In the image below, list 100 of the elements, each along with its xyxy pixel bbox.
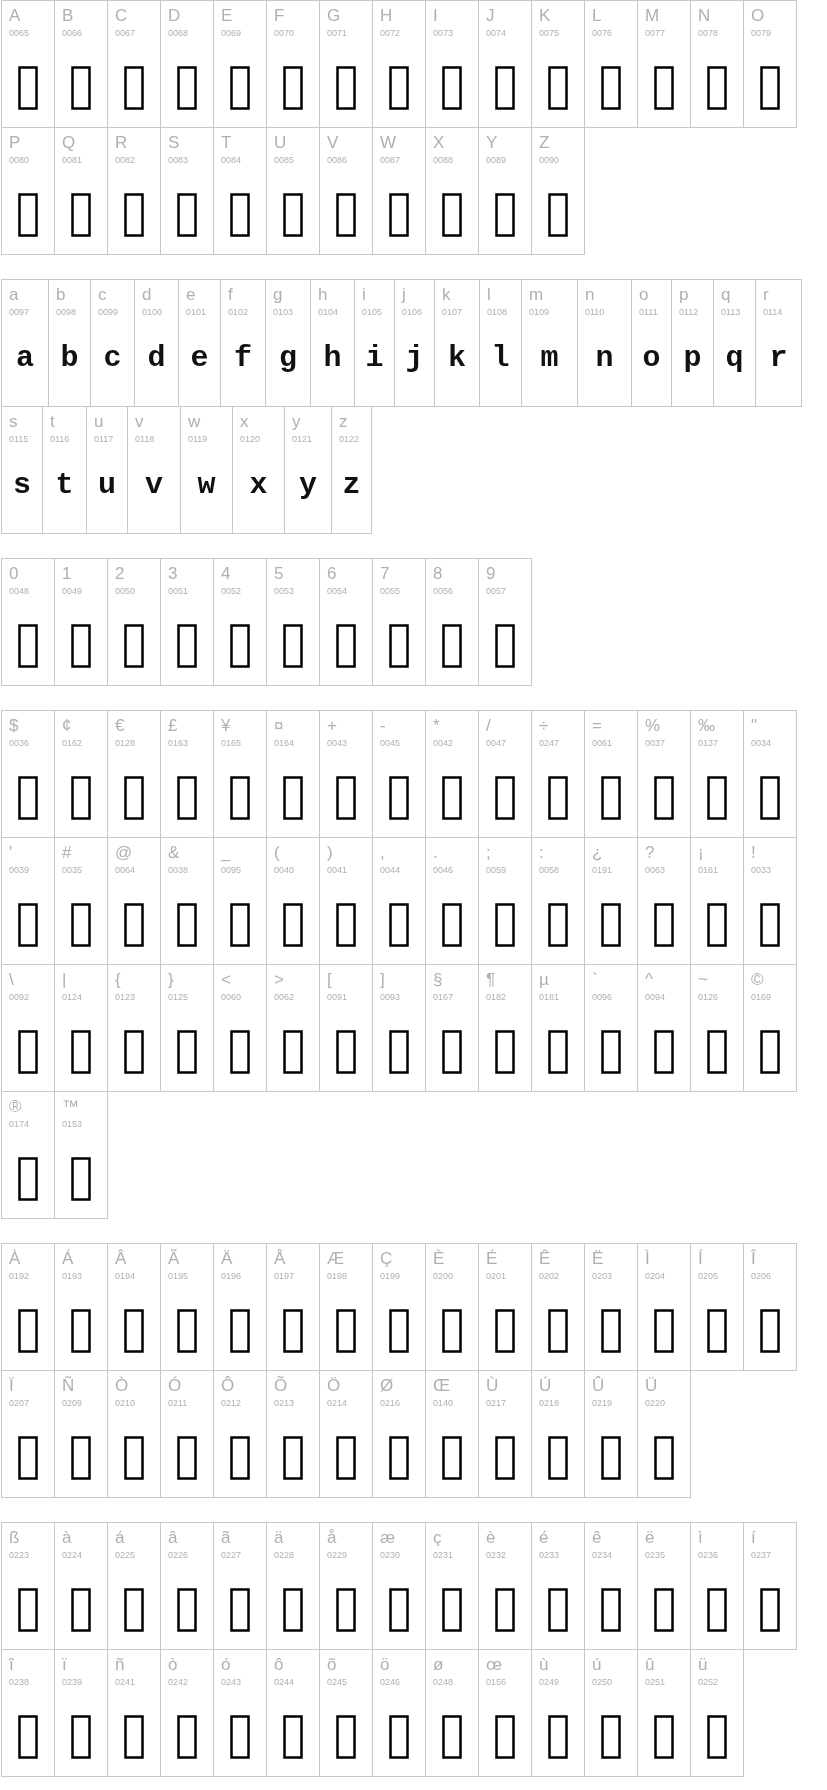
character-code: 0251 bbox=[645, 1677, 666, 1687]
character-code: 0055 bbox=[380, 586, 401, 596]
character-code: 0230 bbox=[380, 1550, 401, 1560]
character-label: 4 bbox=[221, 564, 231, 583]
character-label: d bbox=[142, 285, 152, 304]
character-label: 8 bbox=[433, 564, 443, 583]
character-code: 0231 bbox=[433, 1550, 454, 1560]
glyph-cell bbox=[319, 558, 373, 686]
character-label: Ü bbox=[645, 1376, 658, 1395]
glyph-sample: c bbox=[103, 341, 122, 375]
glyph-cell bbox=[690, 0, 744, 128]
character-label: î bbox=[9, 1655, 14, 1674]
character-label: ' bbox=[9, 843, 13, 862]
character-code: 0192 bbox=[9, 1271, 30, 1281]
character-code: 0056 bbox=[433, 586, 454, 596]
character-label: ã bbox=[221, 1528, 231, 1547]
character-label: K bbox=[539, 6, 551, 25]
character-label: ç bbox=[433, 1528, 442, 1547]
character-label: ò bbox=[168, 1655, 178, 1674]
glyph-cell bbox=[690, 1649, 744, 1777]
character-code: 0213 bbox=[274, 1398, 295, 1408]
character-label: Ö bbox=[327, 1376, 341, 1395]
character-code: 0156 bbox=[486, 1677, 507, 1687]
character-code: 0237 bbox=[751, 1550, 772, 1560]
character-code: 0238 bbox=[9, 1677, 30, 1687]
character-label: í bbox=[751, 1528, 756, 1547]
character-code: 0114 bbox=[763, 307, 783, 317]
character-label: g bbox=[273, 285, 283, 304]
character-code: 0064 bbox=[115, 865, 136, 875]
character-label: L bbox=[592, 6, 602, 25]
glyph-cell bbox=[107, 558, 161, 686]
character-label: \ bbox=[9, 970, 14, 989]
character-code: 0060 bbox=[221, 992, 242, 1002]
character-label: | bbox=[62, 970, 67, 989]
character-label: U bbox=[274, 133, 287, 152]
character-code: 0250 bbox=[592, 1677, 613, 1687]
glyph-cell bbox=[425, 558, 479, 686]
character-code: 0057 bbox=[486, 586, 507, 596]
character-code: 0219 bbox=[592, 1398, 613, 1408]
character-code: 0082 bbox=[115, 155, 136, 165]
character-label: ñ bbox=[115, 1655, 125, 1674]
glyph-cell bbox=[1, 0, 55, 128]
character-label: Œ bbox=[433, 1376, 450, 1395]
character-label: ™ bbox=[62, 1097, 79, 1116]
character-label: £ bbox=[168, 716, 178, 735]
character-code: 0233 bbox=[539, 1550, 560, 1560]
character-label: N bbox=[698, 6, 711, 25]
character-label: Ê bbox=[539, 1249, 551, 1268]
character-label: 0 bbox=[9, 564, 19, 583]
glyph-cell bbox=[631, 279, 672, 407]
glyph-sample: q bbox=[725, 341, 744, 375]
character-code: 0052 bbox=[221, 586, 242, 596]
character-code: 0203 bbox=[592, 1271, 613, 1281]
character-label: ä bbox=[274, 1528, 284, 1547]
character-code: 0226 bbox=[168, 1550, 189, 1560]
glyph-cell bbox=[1, 127, 55, 255]
character-label: 3 bbox=[168, 564, 178, 583]
character-code: 0047 bbox=[486, 738, 507, 748]
character-label: A bbox=[9, 6, 21, 25]
character-code: 0040 bbox=[274, 865, 295, 875]
glyph-sample: b bbox=[60, 341, 79, 375]
character-label: œ bbox=[486, 1655, 503, 1674]
character-code: 0123 bbox=[115, 992, 136, 1002]
character-code: 0194 bbox=[115, 1271, 136, 1281]
glyph-sample: m bbox=[540, 341, 559, 375]
character-code: 0201 bbox=[486, 1271, 507, 1281]
glyph-sample: l bbox=[491, 341, 510, 375]
character-label: Û bbox=[592, 1376, 605, 1395]
character-code: 0077 bbox=[645, 28, 666, 38]
character-label: â bbox=[168, 1528, 178, 1547]
character-label: ® bbox=[9, 1097, 22, 1116]
character-code: 0092 bbox=[9, 992, 30, 1002]
character-code: 0118 bbox=[135, 434, 155, 444]
character-code: 0232 bbox=[486, 1550, 507, 1560]
character-code: 0084 bbox=[221, 155, 242, 165]
glyph-sample: s bbox=[13, 468, 31, 502]
character-label: Õ bbox=[274, 1376, 288, 1395]
glyph-sample: i bbox=[365, 341, 384, 375]
character-code: 0252 bbox=[698, 1677, 719, 1687]
character-label: P bbox=[9, 133, 21, 152]
glyph-sample: d bbox=[147, 341, 166, 375]
character-code: 0041 bbox=[327, 865, 348, 875]
character-code: 0051 bbox=[168, 586, 189, 596]
character-label: y bbox=[292, 412, 301, 431]
character-label: b bbox=[56, 285, 66, 304]
character-code: 0162 bbox=[62, 738, 83, 748]
glyph-cell bbox=[1, 1243, 55, 1371]
character-label: Ã bbox=[168, 1249, 180, 1268]
character-label: 2 bbox=[115, 564, 125, 583]
character-code: 0164 bbox=[274, 738, 295, 748]
character-code: 0202 bbox=[539, 1271, 560, 1281]
character-code: 0062 bbox=[274, 992, 295, 1002]
character-label: Î bbox=[751, 1249, 756, 1268]
character-label: = bbox=[592, 716, 602, 735]
glyph-cell bbox=[1, 1091, 55, 1219]
character-code: 0137 bbox=[698, 738, 719, 748]
character-label: 6 bbox=[327, 564, 337, 583]
character-code: 0181 bbox=[539, 992, 560, 1002]
glyph-sample: y bbox=[299, 468, 317, 502]
character-label: / bbox=[486, 716, 491, 735]
